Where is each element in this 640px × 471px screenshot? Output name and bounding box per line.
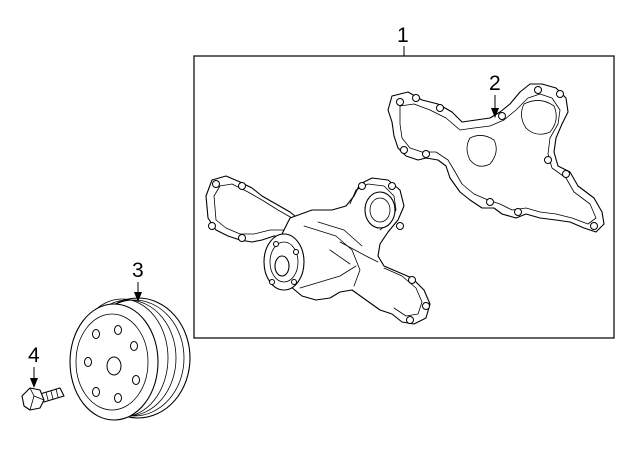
gasket <box>387 83 605 233</box>
callout-4-arrowhead <box>30 378 38 388</box>
pulley <box>69 297 191 421</box>
callout-3: 3 <box>132 259 144 282</box>
callout-2: 2 <box>489 72 501 95</box>
bolt <box>21 387 65 411</box>
water-pump <box>205 175 431 325</box>
callout-2-arrowhead <box>491 108 499 118</box>
callout-1: 1 <box>397 24 409 47</box>
callout-3-arrowhead <box>134 292 142 302</box>
callout-4: 4 <box>28 344 40 367</box>
